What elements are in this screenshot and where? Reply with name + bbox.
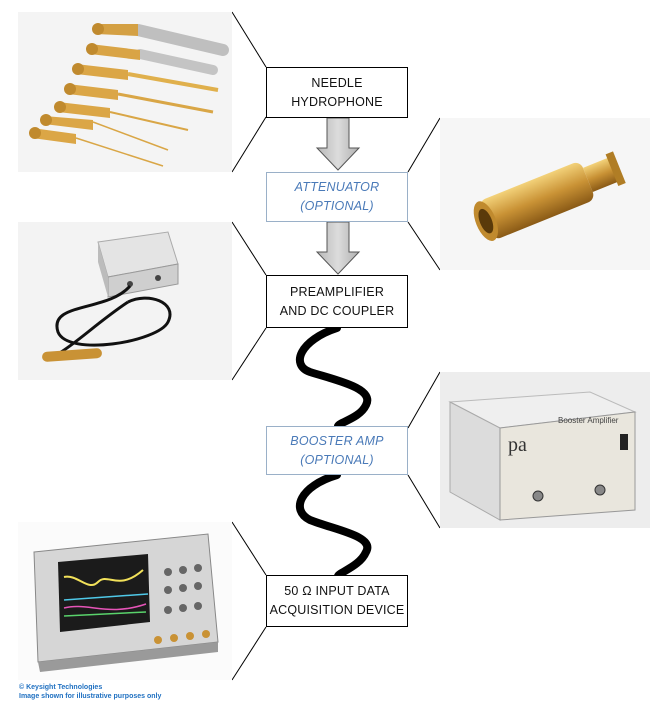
leader-line	[231, 327, 267, 381]
down-arrow-icon	[315, 117, 361, 171]
preamplifier-box: PREAMPLIFIER AND DC COUPLER	[266, 275, 408, 328]
coax-cable-icon	[296, 471, 372, 580]
box-line: ATTENUATOR	[294, 180, 380, 194]
attenuator-photo	[440, 118, 650, 270]
booster-logo: pa	[508, 434, 527, 456]
credit-line: Image shown for illustrative purposes on…	[19, 693, 162, 700]
needle-probe	[86, 43, 218, 75]
box-line: NEEDLE	[311, 75, 363, 90]
box-line: 50 Ω INPUT DATA	[284, 584, 390, 598]
needle-probe	[40, 114, 169, 151]
image-credit: © Keysight Technologies Image shown for …	[19, 683, 161, 701]
leader-line	[407, 474, 441, 529]
leader-line	[231, 221, 267, 276]
coax-cable-icon	[296, 324, 372, 430]
box-line: BOOSTER AMP	[290, 433, 384, 448]
leader-line	[407, 221, 441, 271]
leader-line	[231, 11, 267, 68]
attenuator-box: ATTENUATOR (OPTIONAL)	[266, 172, 408, 222]
needle-hydrophone-box: NEEDLE HYDROPHONE	[266, 67, 408, 118]
box-line: (OPTIONAL)	[300, 452, 374, 467]
box-line: PREAMPLIFIER	[289, 284, 385, 299]
leader-line	[231, 521, 267, 576]
down-arrow-icon	[315, 221, 361, 275]
box-line: HYDROPHONE	[291, 94, 383, 109]
box-line: AND DC COUPLER	[279, 303, 395, 318]
booster-amp-photo: pa Booster Amplifier	[440, 372, 650, 528]
leader-line	[231, 626, 267, 681]
leader-line	[231, 116, 267, 173]
leader-line	[407, 371, 441, 429]
booster-amp-box: BOOSTER AMP (OPTIONAL)	[266, 426, 408, 475]
needle-probe	[92, 23, 229, 56]
needle-probe	[54, 101, 189, 131]
oscilloscope-photo	[18, 522, 232, 680]
booster-panel-title: Booster Amplifier	[558, 416, 619, 425]
box-line: ACQUISITION DEVICE	[269, 603, 405, 617]
daq-box: 50 Ω INPUT DATA ACQUISITION DEVICE	[266, 575, 408, 627]
needle-probe	[64, 83, 214, 114]
needle-probe	[29, 127, 164, 167]
box-line: (OPTIONAL)	[300, 199, 374, 213]
preamplifier-photo	[18, 222, 232, 380]
needle-hydrophone-photo	[18, 12, 232, 172]
leader-line	[407, 117, 441, 173]
credit-line: © Keysight Technologies	[19, 684, 103, 691]
needle-probe	[72, 63, 219, 92]
